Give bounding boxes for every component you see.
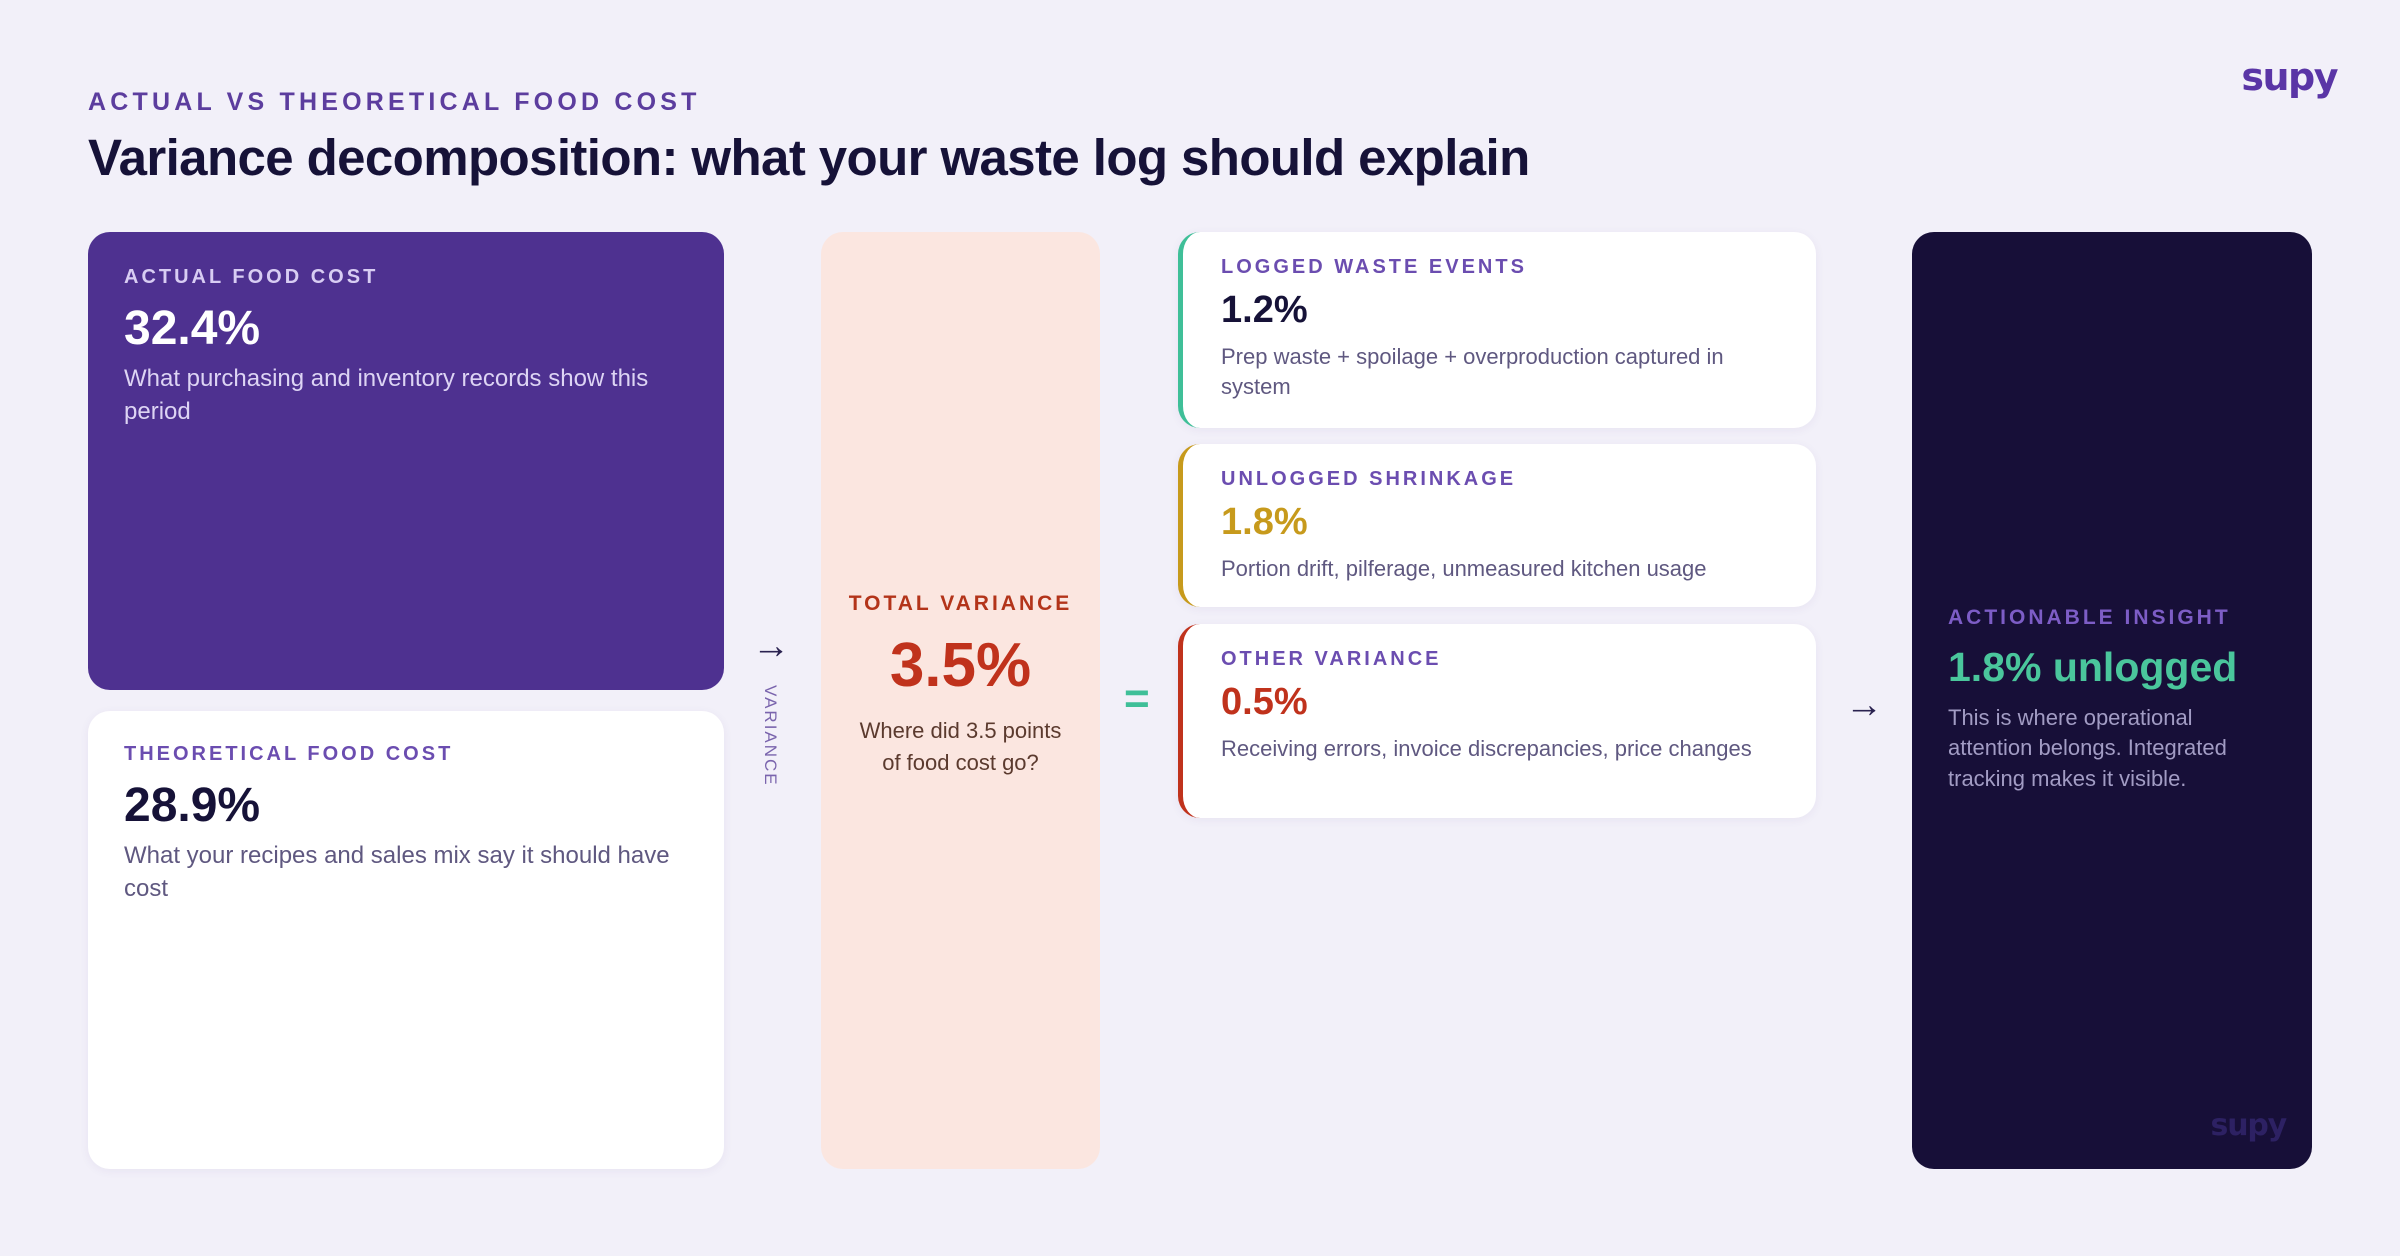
theoretical-description: What your recipes and sales mix say it s… [124, 842, 670, 903]
insight-value: 1.8% unlogged [1948, 644, 2238, 690]
unlogged-value: 1.8% [1221, 501, 1308, 543]
unlogged-shrinkage-card: UNLOGGED SHRINKAGE 1.8% Portion drift, p… [1178, 444, 1816, 607]
arrow-right-icon: → [1845, 684, 1883, 726]
actual-food-cost-card: ACTUAL FOOD COST 32.4% What purchasing a… [88, 232, 724, 690]
other-variance-card: OTHER VARIANCE 0.5% Receiving errors, in… [1178, 624, 1816, 818]
logged-label: LOGGED WASTE EVENTS [1221, 256, 1527, 278]
page-title: Variance decomposition: what your waste … [88, 129, 1530, 186]
other-label: OTHER VARIANCE [1221, 648, 1442, 670]
other-value: 0.5% [1221, 681, 1308, 723]
eyebrow: ACTUAL VS THEORETICAL FOOD COST [88, 88, 701, 116]
brand-logo: supy [2241, 55, 2338, 99]
theoretical-label: THEORETICAL FOOD COST [124, 743, 454, 765]
total-variance-card: TOTAL VARIANCE 3.5% Where did 3.5 points… [821, 232, 1100, 1169]
logged-description: Prep waste + spoilage + overproduction c… [1221, 344, 1724, 400]
other-description: Receiving errors, invoice discrepancies,… [1221, 736, 1752, 761]
actionable-insight-card: ACTIONABLE INSIGHT 1.8% unlogged This is… [1912, 232, 2312, 1169]
total-value: 3.5% [889, 631, 1032, 700]
actual-value: 32.4% [124, 302, 261, 355]
variance-vertical-label: VARIANCE [761, 685, 780, 787]
unlogged-description: Portion drift, pilferage, unmeasured kit… [1221, 556, 1707, 581]
arrow-right-icon: → [752, 625, 790, 667]
actual-description: What purchasing and inventory records sh… [124, 365, 649, 426]
insight-label: ACTIONABLE INSIGHT [1948, 606, 2231, 629]
theoretical-food-cost-card: THEORETICAL FOOD COST 28.9% What your re… [88, 711, 724, 1169]
logged-value: 1.2% [1221, 289, 1308, 331]
actual-label: ACTUAL FOOD COST [124, 266, 379, 288]
total-label: TOTAL VARIANCE [848, 592, 1073, 615]
total-description: Where did 3.5 points of food cost go? [859, 718, 1062, 775]
logged-waste-card: LOGGED WASTE EVENTS 1.2% Prep waste + sp… [1178, 232, 1816, 428]
unlogged-label: UNLOGGED SHRINKAGE [1221, 468, 1517, 490]
insight-description: This is where operational attention belo… [1948, 705, 2227, 791]
brand-logo-small: supy [2210, 1108, 2288, 1143]
theoretical-value: 28.9% [124, 779, 261, 832]
equals-icon: = [1124, 674, 1150, 723]
